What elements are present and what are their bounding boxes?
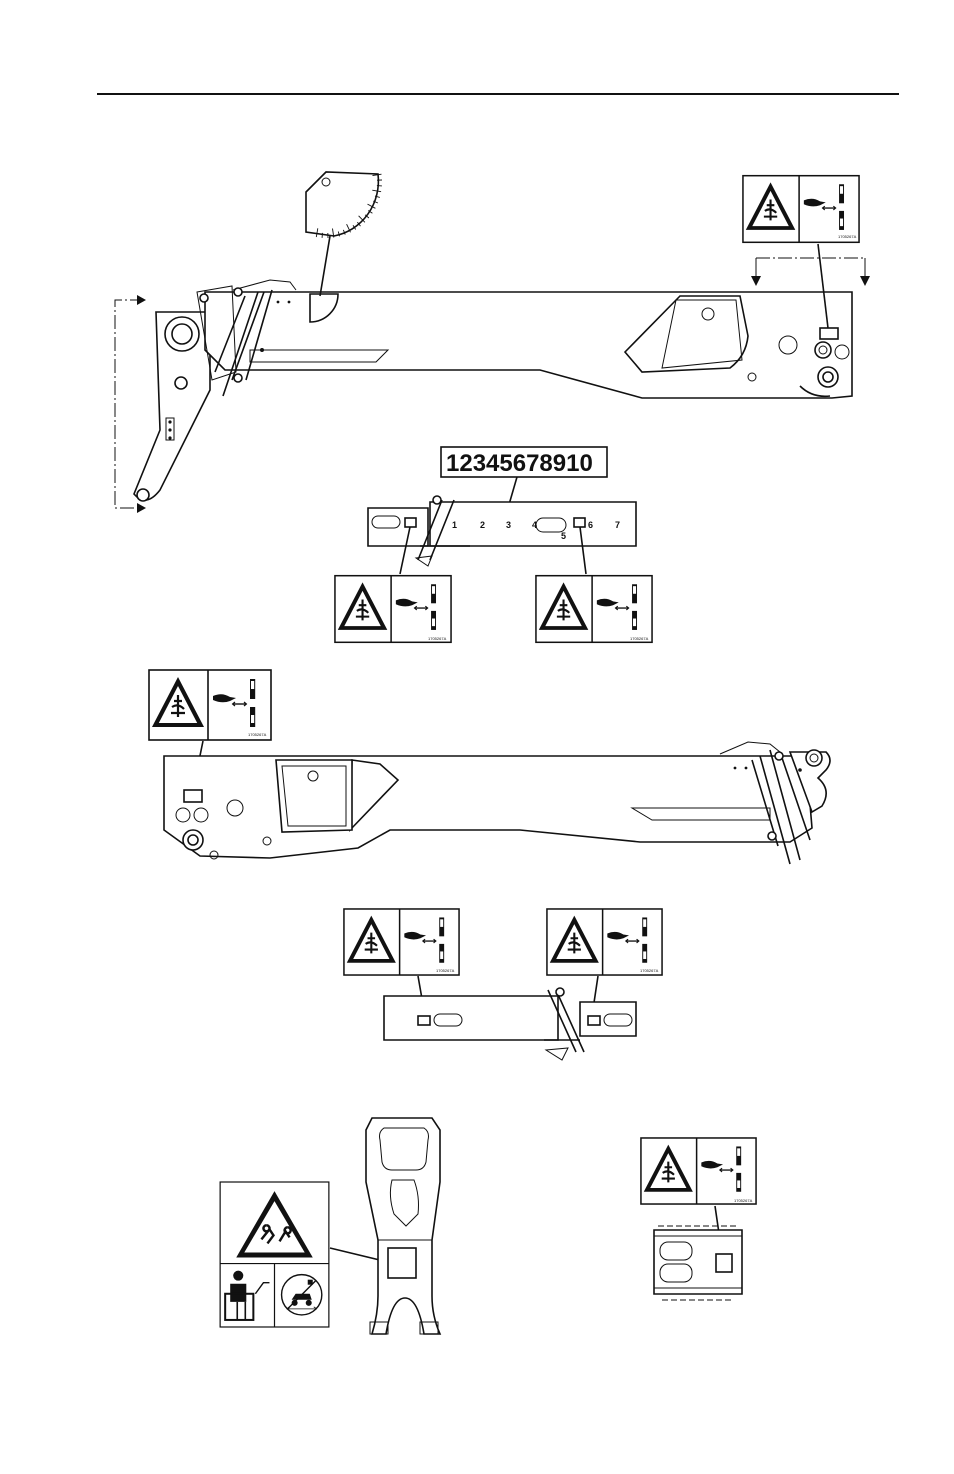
decal-code: 1705267A <box>838 234 857 239</box>
decal-code: 1705267A <box>734 1198 753 1203</box>
sequence-mark-2: 2 <box>480 520 485 530</box>
sequence-mark-3: 3 <box>506 520 511 530</box>
decal-code: 1705267A <box>630 636 649 641</box>
sequence-mark-7: 7 <box>615 520 620 530</box>
fall-hazard-decal <box>220 1182 388 1327</box>
boom-end-section <box>654 1226 742 1300</box>
boom-angle-indicator-decal <box>306 172 382 296</box>
decal-code: 1705267A <box>248 732 267 737</box>
third-boom-section <box>384 988 636 1060</box>
crush-decal-third-right: 1705267A <box>547 909 662 1016</box>
second-boom-section <box>164 742 830 864</box>
decal-code: 1705267A <box>640 968 659 973</box>
decal-location-marker <box>418 1016 430 1025</box>
sequence-mark-1: 1 <box>452 520 457 530</box>
main-boom-base <box>115 280 852 513</box>
crush-decal-sequence-left: 1705267A <box>335 576 451 643</box>
decal-location-marker <box>388 1248 416 1278</box>
sequence-banner: 12345678910 <box>446 450 593 477</box>
crush-decal-sequence-right: 1705267A <box>536 576 652 643</box>
sequence-mark-6: 6 <box>588 520 593 530</box>
decal-location-marker <box>820 328 838 339</box>
decal-location-marker <box>184 790 202 802</box>
lift-cylinder-pivot <box>366 1118 440 1334</box>
decal-location-marker <box>588 1016 600 1025</box>
sequence-mark-5: 5 <box>561 531 566 541</box>
boom-vertical-travel-arrow <box>115 300 144 508</box>
sequence-mark-4: 4 <box>532 520 537 530</box>
decal-location-marker <box>716 1254 732 1272</box>
decal-code: 1705267A <box>428 636 447 641</box>
decal-code: 1705267A <box>436 968 455 973</box>
boom-sequence-detail: 12345678910 1 2 3 4 5 6 7 <box>368 447 636 574</box>
